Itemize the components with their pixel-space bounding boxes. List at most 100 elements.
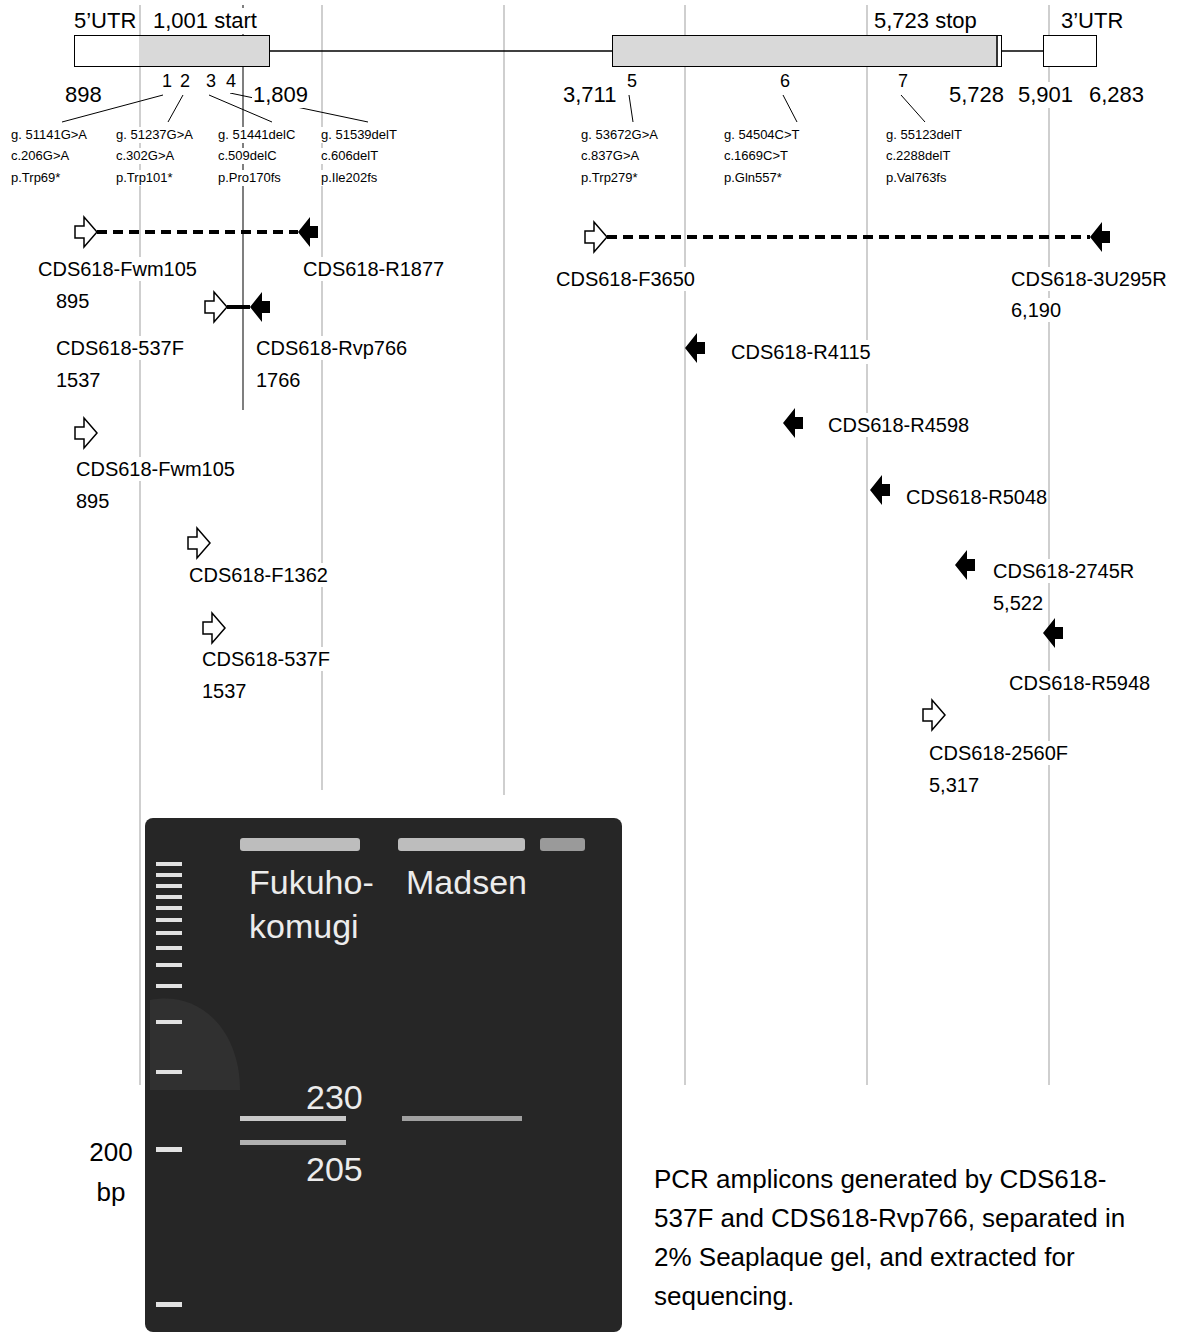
mutation-label: p.Trp69* <box>10 170 61 186</box>
grid-line <box>139 5 141 1085</box>
primer-name: CDS618-F3650 <box>555 267 696 291</box>
primer-position: 895 <box>75 489 110 513</box>
mutation-label: g. 51441delC <box>217 127 296 143</box>
exon-box: 5,723 stop <box>612 35 1002 67</box>
primer-position: 895 <box>55 289 90 313</box>
mutation-label: c.606delT <box>320 148 379 164</box>
primer-name: CDS618-537F <box>201 647 331 671</box>
mutation-label: g. 55123delT <box>885 127 963 143</box>
forward-primer-arrow <box>205 292 227 322</box>
lane-label: Fukuho- komugi <box>248 860 400 948</box>
mutation-label: g. 54504C>T <box>723 127 801 143</box>
ladder-band <box>156 1020 182 1024</box>
gene-label: 1,001 start <box>152 8 258 34</box>
forward-primer-arrow <box>75 418 97 448</box>
coordinate: 1,809 <box>252 82 309 108</box>
figure-caption: PCR amplicons generated by CDS618-537F a… <box>653 1160 1127 1316</box>
primer-name: CDS618-R5948 <box>1008 671 1151 695</box>
reverse-primer-arrow <box>955 550 975 580</box>
primer-position: 5,317 <box>928 773 980 797</box>
callout-number: 4 <box>225 71 237 93</box>
primer-name: CDS618-F1362 <box>188 563 329 587</box>
forward-primer-arrow <box>188 528 210 558</box>
mutation-label: c.509delC <box>217 148 278 164</box>
ladder-band <box>156 984 182 988</box>
reverse-primer-arrow <box>298 217 318 247</box>
amplicon-line <box>227 305 250 309</box>
reverse-primers <box>250 217 1110 648</box>
intron-line <box>1002 50 1043 52</box>
mutation-label: c.302G>A <box>115 148 175 164</box>
dna-band <box>240 1140 346 1145</box>
utr-box: 3’UTR <box>1043 35 1097 67</box>
forward-primer-arrow <box>75 217 97 247</box>
primer-name: CDS618-3U295R <box>1010 267 1168 291</box>
gel-well <box>540 838 585 851</box>
primer-name: CDS618-537F <box>55 336 185 360</box>
primer-name: CDS618-R5048 <box>905 485 1048 509</box>
mutation-label: p.Gln557* <box>723 170 783 186</box>
callout-number: 7 <box>897 71 909 93</box>
ladder-band <box>156 1147 182 1152</box>
mutation-label: g. 51141G>A <box>10 127 88 143</box>
leader-line <box>901 95 925 122</box>
ladder-band <box>156 918 182 922</box>
primer-name: CDS618-Rvp766 <box>255 336 408 360</box>
primer-name: CDS618-2560F <box>928 741 1069 765</box>
grid-line <box>321 5 323 790</box>
grid-line <box>503 5 505 795</box>
reverse-primer-arrow <box>1043 618 1063 648</box>
mutation-label: c.2288delT <box>885 148 951 164</box>
primer-position: 6,190 <box>1010 298 1062 322</box>
primer-name: CDS618-2745R <box>992 559 1135 583</box>
ladder-band <box>156 862 182 866</box>
primer-name: CDS618-Fwm105 <box>75 457 236 481</box>
mutation-label: p.Trp101* <box>115 170 174 186</box>
primer-position: 5,522 <box>992 591 1044 615</box>
grid-line <box>1048 5 1050 1085</box>
reverse-primer-arrow <box>1090 222 1110 252</box>
primer-name: CDS618-R1877 <box>302 257 445 281</box>
callout-number: 1 <box>161 71 173 93</box>
leader-line <box>629 95 633 122</box>
reverse-primer-arrow <box>783 408 803 438</box>
reverse-primer-arrow <box>870 475 890 505</box>
mutation-label: p.Ile202fs <box>320 170 378 186</box>
coordinate: 898 <box>64 82 103 108</box>
forward-primer-arrow <box>923 700 945 730</box>
ladder-band <box>156 895 182 899</box>
mutation-label: g. 51539delT <box>320 127 398 143</box>
primer-name: CDS618-R4598 <box>827 413 970 437</box>
callout-number: 6 <box>779 71 791 93</box>
mutation-label: g. 51237G>A <box>115 127 194 143</box>
reverse-primer-arrow <box>685 333 705 363</box>
intron-line <box>270 50 612 52</box>
band-size: 230 <box>305 1080 364 1114</box>
band-size: 205 <box>305 1152 364 1186</box>
ladder-band <box>156 963 182 967</box>
dna-band <box>402 1116 522 1121</box>
gel-shadow <box>150 998 240 1090</box>
callout-number: 3 <box>205 71 217 93</box>
ladder-size: 200 bp <box>78 1132 144 1212</box>
gene-label: 3’UTR <box>1060 8 1124 34</box>
ladder-bands <box>156 862 182 1307</box>
leader-line <box>168 95 183 122</box>
coordinate: 3,711 <box>562 82 617 108</box>
primer-name: CDS618-R4115 <box>730 340 872 364</box>
primer-position: 1537 <box>201 679 248 703</box>
gene-label: 5’UTR <box>73 8 137 34</box>
gel-well <box>398 838 525 851</box>
ladder-band <box>156 931 182 935</box>
forward-primer-arrow <box>585 222 607 252</box>
ladder-band <box>156 1070 182 1074</box>
mutation-label: c.837G>A <box>580 148 640 164</box>
mutation-label: c.1669C>T <box>723 148 789 164</box>
grid-line <box>684 5 686 1085</box>
coordinate: 6,283 <box>1088 82 1145 108</box>
leader-line <box>783 95 797 122</box>
coordinate: 5,728 <box>948 82 1005 108</box>
mutation-label: p.Val763fs <box>885 170 947 186</box>
